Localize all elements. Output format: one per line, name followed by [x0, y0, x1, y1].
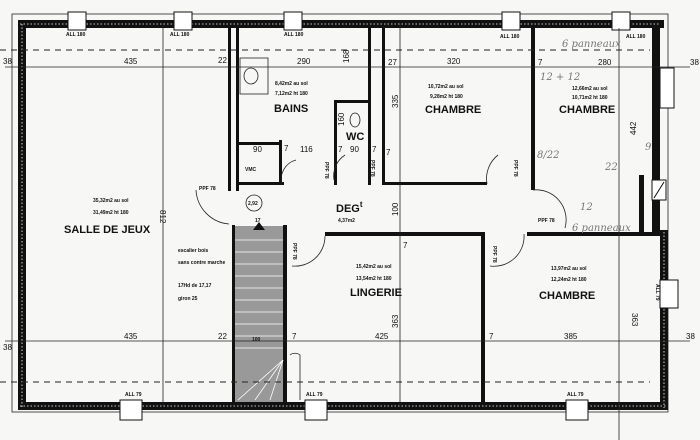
- chambre-2-label: CHAMBRE: [559, 104, 615, 116]
- stair: [235, 222, 284, 402]
- dim-bottom: 425: [375, 332, 389, 341]
- dim-vertical: 442: [629, 121, 638, 135]
- chambre-2-area-180: 10,71m2 ht 180: [572, 95, 608, 101]
- window-label: ALL 180: [170, 32, 190, 38]
- stair-width: 100: [252, 337, 261, 343]
- lingerie-area-floor: 15,42m2 au sol: [356, 264, 392, 270]
- window-label: ALL 180: [626, 34, 646, 40]
- dim-top: 22: [218, 56, 227, 65]
- door-label: PPF 78: [491, 246, 497, 263]
- dim-misc: 90: [350, 145, 359, 154]
- salle-de-jeux-area-floor: 35,32m2 au sol: [93, 198, 129, 204]
- chambre-3-area-floor: 13,97m2 au sol: [551, 266, 587, 272]
- bains-label: BAINS: [274, 103, 308, 115]
- dim-top: 435: [124, 57, 138, 66]
- degagement-label: DEGt: [336, 200, 363, 215]
- chambre-3-label: CHAMBRE: [539, 290, 595, 302]
- handwritten-note: 6 panneaux: [572, 223, 631, 234]
- window-label: ALL 79: [654, 284, 660, 301]
- stair-arrow-icon: [253, 222, 265, 230]
- window-label: ALL 180: [284, 32, 304, 38]
- dim-top: 320: [447, 57, 461, 66]
- dim-top: 7: [538, 58, 543, 67]
- stair-note-1: escalier bois: [178, 248, 209, 254]
- interior-walls: [228, 28, 662, 402]
- height-mark: 2,92: [248, 201, 258, 207]
- wc-label: WC: [346, 131, 364, 143]
- window-label: ALL 79: [306, 392, 323, 398]
- stair-note-3: 17Hd de 17,17: [178, 283, 212, 289]
- door-label: PPF 78: [512, 160, 518, 177]
- washbasin-icon: [243, 67, 259, 85]
- stair-note-4: giron 25: [178, 296, 198, 302]
- dim-misc: 7: [372, 145, 377, 154]
- door-label: PPF 78: [323, 162, 329, 179]
- dim-misc: 7: [338, 145, 343, 154]
- window-label: ALL 180: [66, 32, 86, 38]
- dim-misc: 90: [253, 145, 262, 154]
- windows: [67, 11, 679, 421]
- door-label: PPF 78: [369, 160, 375, 177]
- window-label: ALL 180: [500, 34, 520, 40]
- dim-top: 38: [690, 58, 699, 67]
- chambre-1-label: CHAMBRE: [425, 104, 481, 116]
- dim-vertical: 160: [337, 112, 346, 126]
- door-label: PPF 78: [538, 218, 555, 224]
- dim-top: 290: [297, 57, 311, 66]
- dim-top: 280: [598, 58, 612, 67]
- dim-top: 38: [3, 57, 12, 66]
- handwritten-note: 9: [645, 142, 652, 153]
- handwritten-note: 6 panneaux: [562, 39, 621, 50]
- dim-vertical: 335: [391, 94, 400, 108]
- window-label: ALL 79: [125, 392, 142, 398]
- toilet-icon: [349, 112, 361, 128]
- dim-bottom: 22: [218, 332, 227, 341]
- bains-area-180: 7,12m2 ht 180: [275, 91, 308, 97]
- chambre-2-area-floor: 12,66m2 au sol: [572, 86, 608, 92]
- handwritten-note: 12 + 12: [540, 72, 580, 83]
- salle-de-jeux-label: SALLE DE JEUX: [64, 224, 151, 236]
- dim-vertical: 812: [158, 210, 167, 224]
- lingerie-area-180: 13,54m2 ht 180: [356, 276, 392, 282]
- dim-bottom: 7: [489, 332, 494, 341]
- dim-misc: 7: [284, 144, 289, 153]
- bains-area-floor: 8,42m2 au sol: [275, 81, 308, 87]
- dim-misc: 116: [300, 145, 313, 154]
- dim-vertical: 363: [630, 313, 639, 327]
- dim-vertical: 363: [391, 314, 400, 328]
- chambre-3-area-180: 12,24m2 ht 180: [551, 277, 587, 283]
- dim-top: 27: [388, 58, 397, 67]
- dim-misc: 7: [403, 241, 408, 250]
- dim-bottom: 385: [564, 332, 578, 341]
- chambre-1-area-floor: 10,72m2 au sol: [428, 84, 464, 90]
- salle-de-jeux-area-180: 31,49m2 ht 180: [93, 210, 129, 216]
- dim-bottom: 435: [124, 332, 138, 341]
- door-label: PPF 78: [199, 186, 216, 192]
- window-label: ALL 79: [567, 392, 584, 398]
- exterior-walls: [18, 20, 668, 410]
- dim-top: 168: [342, 49, 351, 63]
- dim-vertical: 100: [391, 202, 400, 216]
- dim-bottom: 38: [686, 332, 695, 341]
- lingerie-label: LINGERIE: [350, 287, 402, 299]
- stair-note-2: sans contre marche: [178, 260, 225, 266]
- outer-line: [11, 13, 669, 413]
- handwritten-note: 12: [580, 202, 593, 213]
- dim-bottom: 7: [292, 332, 297, 341]
- chambre-1-area-180: 9,28m2 ht 180: [430, 94, 463, 100]
- door-label: PPF 78: [291, 243, 297, 260]
- door-swings: [195, 154, 567, 400]
- vmc-label: VMC: [245, 167, 257, 173]
- degagement-area: 4,37m2: [338, 218, 355, 224]
- dim-bottom: 38: [3, 343, 12, 352]
- height-mark-circle: [245, 194, 263, 212]
- dim-misc: 7: [386, 148, 391, 157]
- handwritten-note: 8/22: [537, 150, 559, 161]
- stair-top-mark: 17: [255, 218, 261, 224]
- handwritten-note: 22: [604, 162, 618, 173]
